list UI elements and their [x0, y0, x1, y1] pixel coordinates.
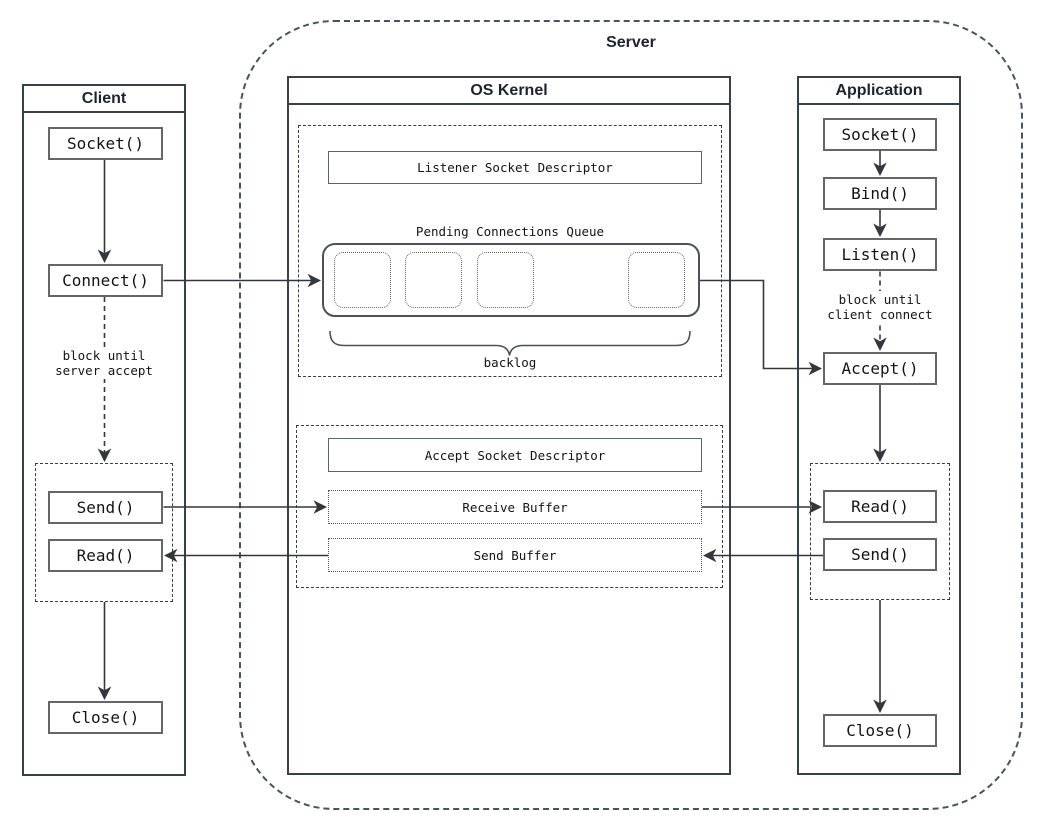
os-kernel-column-header: OS Kernel: [289, 78, 729, 105]
app-socket-node: Socket(): [823, 118, 937, 151]
app-read-send-group: [810, 463, 950, 600]
listener-group: [298, 125, 722, 377]
pending-connections-queue-label: Pending Connections Queue: [415, 224, 605, 239]
app-listen-node: Listen(): [823, 238, 937, 271]
queue-slot: [477, 252, 534, 308]
queue-slot: [405, 252, 462, 308]
client-connect-node: Connect(): [48, 264, 163, 297]
client-send-node: Send(): [48, 491, 163, 524]
app-close-node: Close(): [823, 714, 937, 747]
client-column-header: Client: [24, 86, 184, 113]
client-read-node: Read(): [48, 539, 163, 572]
app-block-note: block until client connect: [810, 291, 950, 323]
client-block-note: block until server accept: [34, 347, 174, 379]
accept-socket-descriptor-box: Accept Socket Descriptor: [328, 438, 702, 472]
client-send-read-group: [35, 463, 173, 602]
listener-socket-descriptor-box: Listener Socket Descriptor: [328, 151, 702, 184]
queue-slot: [628, 252, 685, 308]
server-group-frame: [239, 20, 1023, 810]
client-close-node: Close(): [48, 701, 163, 734]
server-group-label: Server: [606, 34, 656, 51]
backlog-label: backlog: [483, 355, 537, 370]
queue-slot: [334, 252, 391, 308]
application-column-header: Application: [799, 78, 959, 105]
app-send-node: Send(): [823, 538, 937, 571]
app-bind-node: Bind(): [823, 177, 937, 210]
receive-buffer-box: Receive Buffer: [328, 490, 702, 524]
send-buffer-box: Send Buffer: [328, 538, 702, 572]
client-socket-node: Socket(): [48, 127, 163, 160]
app-accept-node: Accept(): [823, 352, 937, 385]
app-read-node: Read(): [823, 490, 937, 523]
client-column: Client: [22, 84, 186, 776]
